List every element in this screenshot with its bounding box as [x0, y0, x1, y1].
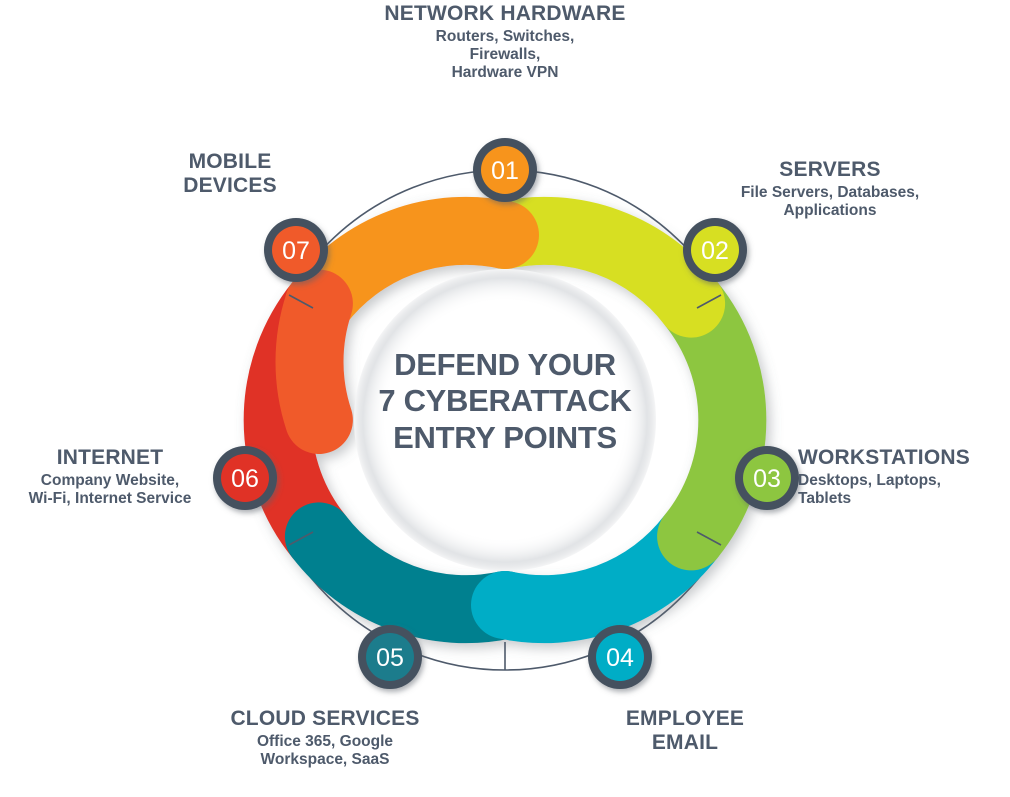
label-title-02: SERVERS	[779, 158, 881, 181]
center-title: DEFEND YOUR 7 CYBERATTACK ENTRY POINTS	[340, 347, 670, 456]
badge-label-07: 07	[282, 237, 310, 265]
label-network-hardware: NETWORK HARDWARE Routers, Switches, Fire…	[355, 2, 655, 82]
label-mobile-devices: MOBILE DEVICES	[80, 150, 380, 199]
donut-segment-03[interactable]	[657, 269, 767, 571]
label-title-07-line-2: DEVICES	[183, 174, 277, 198]
label-title-05: CLOUD SERVICES	[230, 707, 420, 730]
badge-06[interactable]	[213, 446, 277, 510]
badge-group	[213, 138, 799, 689]
label-subtitle-06-line-2: Wi-Fi, Internet Service	[28, 490, 192, 508]
donut-segment-07[interactable]	[275, 269, 353, 454]
label-subtitle-06-line-1: Company Website,	[40, 472, 180, 490]
center-title-line-2: 7 CYBERATTACK	[378, 383, 632, 419]
label-subtitle-02-line-2: Applications	[783, 202, 877, 220]
badge-label-01: 01	[491, 157, 519, 185]
label-subtitle-05: Office 365, Google Workspace, SaaS	[160, 733, 490, 769]
label-subtitle-01-line-1: Routers, Switches,	[435, 28, 575, 46]
label-subtitle-03-line-2: Tablets	[798, 490, 852, 508]
label-internet: INTERNET Company Website, Wi-Fi, Interne…	[0, 446, 220, 508]
label-subtitle-06: Company Website, Wi-Fi, Internet Service	[0, 472, 220, 508]
label-subtitle-01-line-3: Hardware VPN	[451, 64, 559, 82]
label-servers: SERVERS File Servers, Databases, Applica…	[680, 158, 980, 220]
badge-label-05: 05	[376, 644, 404, 672]
badge-07[interactable]	[264, 218, 328, 282]
label-subtitle-02: File Servers, Databases, Applications	[680, 184, 980, 220]
label-title-07-line-1: MOBILE	[188, 150, 272, 173]
label-title-06: INTERNET	[56, 446, 164, 469]
label-workstations: WORKSTATIONS Desktops, Laptops, Tablets	[798, 446, 1010, 508]
badge-03[interactable]	[735, 446, 799, 510]
badge-04[interactable]	[588, 625, 652, 689]
label-subtitle-01: Routers, Switches, Firewalls, Hardware V…	[355, 28, 655, 82]
label-cloud-services: CLOUD SERVICES Office 365, Google Worksp…	[160, 707, 490, 769]
label-title-04-line-2: EMAIL	[651, 731, 719, 755]
donut-segments	[243, 196, 767, 644]
donut-hole-shading	[354, 269, 656, 571]
badge-05[interactable]	[358, 625, 422, 689]
label-subtitle-03: Desktops, Laptops, Tablets	[798, 472, 1010, 508]
label-subtitle-05-line-1: Office 365, Google	[256, 733, 394, 751]
badge-label-02: 02	[701, 237, 729, 265]
label-employee-email: EMPLOYEE EMAIL	[520, 707, 850, 756]
center-title-line-1: DEFEND YOUR	[394, 347, 616, 382]
label-subtitle-02-line-1: File Servers, Databases,	[740, 184, 920, 202]
badge-01[interactable]	[473, 138, 537, 202]
badge-label-06: 06	[231, 465, 259, 493]
label-subtitle-03-line-1: Desktops, Laptops,	[798, 472, 941, 490]
label-subtitle-01-line-2: Firewalls,	[469, 46, 541, 64]
badge-02[interactable]	[683, 218, 747, 282]
badge-label-04: 04	[606, 644, 634, 672]
badge-label-03: 03	[753, 465, 781, 493]
label-title-04-line-1: EMPLOYEE	[625, 707, 745, 730]
label-title-01: NETWORK HARDWARE	[384, 2, 626, 25]
center-title-line-3: ENTRY POINTS	[393, 419, 617, 455]
label-title-03: WORKSTATIONS	[798, 446, 970, 469]
label-subtitle-05-line-2: Workspace, SaaS	[260, 751, 390, 769]
